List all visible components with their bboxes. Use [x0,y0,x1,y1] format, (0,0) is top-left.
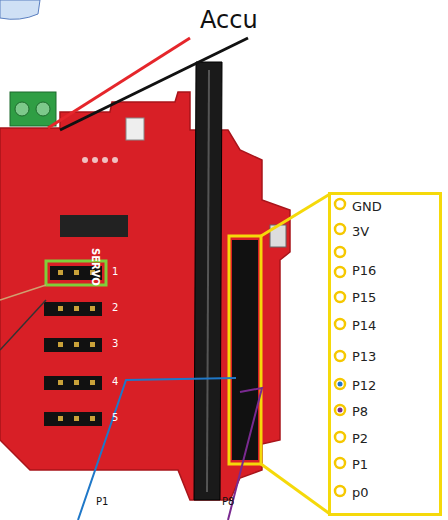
via [112,157,118,163]
p1-wire [78,378,236,520]
via [102,157,108,163]
pcb-board [0,92,290,500]
header-number: 4 [112,377,118,387]
pin-label: P1 [96,497,108,507]
pin-name: P14 [352,319,376,332]
pin-header [232,240,258,460]
pin-name: P2 [352,432,368,445]
connector-slot [207,70,209,492]
pin-name: P12 [352,379,376,392]
pin-marker [338,382,343,387]
header-number: 5 [112,413,118,423]
red-wire [48,38,190,128]
pin-marker [338,408,343,413]
board-label: SERVO [90,248,100,286]
pin-name: P8 [352,405,368,418]
pin-name: p0 [352,486,369,499]
pin-name: GND [352,200,382,213]
pin-circles [335,199,345,496]
leader-line [261,464,330,514]
black-wire [60,38,248,130]
terminal-screw [36,102,50,116]
servo-headers [44,266,102,426]
logo-fragment [0,0,40,19]
pin-name: 3V [352,225,369,238]
power-label: Accu [200,8,258,32]
pin-name: P16 [352,264,376,277]
pin-label: P8 [222,497,234,507]
switch [126,118,144,140]
highlight-box [229,236,261,464]
edge-connector [194,62,222,500]
wire [0,285,46,300]
terminal-screw [15,102,29,116]
pin-callout-box: GND 3V P16P15P14P13P12P8P2P1 p0 [328,192,442,516]
leader-line [261,194,330,236]
header-number: 1 [112,267,118,277]
via [82,157,88,163]
header-number: 2 [112,303,118,313]
header-number: 3 [112,339,118,349]
terminal-block [10,92,56,126]
pin-name: P1 [352,458,368,471]
ic-chip [60,215,128,237]
wire [0,300,46,350]
pin-name: P13 [352,350,376,363]
via [92,157,98,163]
pin-name: P15 [352,291,376,304]
header-pins [58,270,95,421]
